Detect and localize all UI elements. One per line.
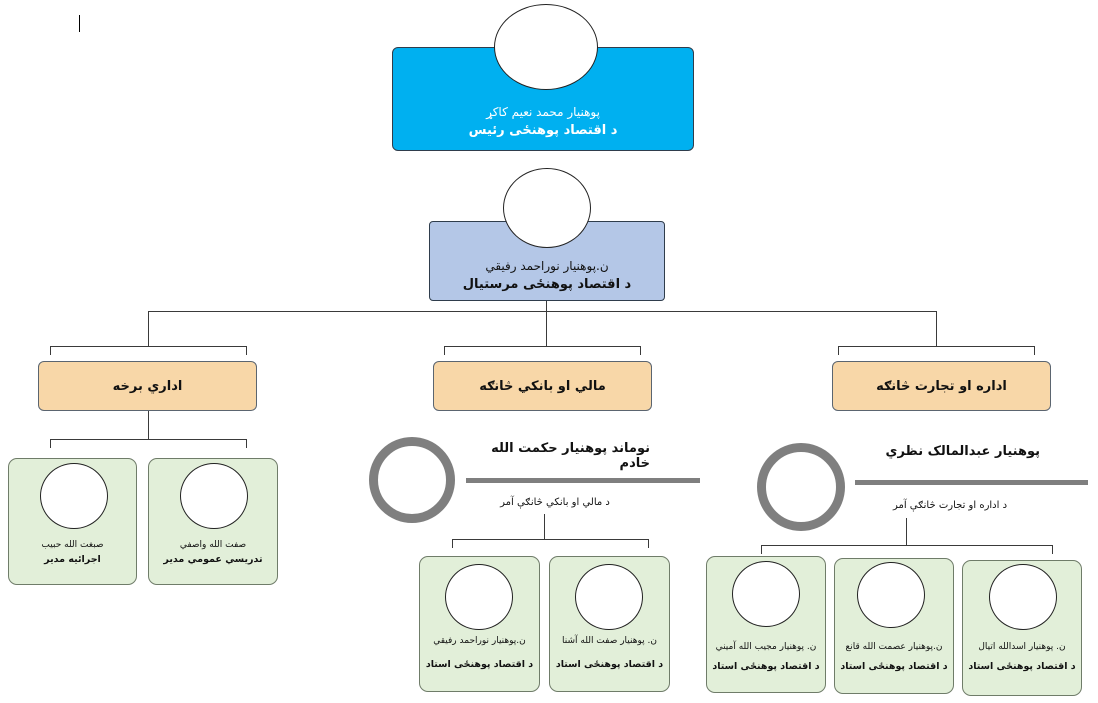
finance-lead-name: نوماند پوهنیار حکمت الله خادم [491, 441, 650, 471]
connector-admin-staff-down [148, 410, 149, 439]
department-admin: اداري برخه [38, 361, 257, 411]
business-lead-name: پوهنیار عبدالمالک نظري [885, 444, 1040, 459]
bracket-business-staff [761, 545, 1053, 546]
finance-staff-1-title: د اقتصاد پوهنځی استاد [555, 659, 664, 670]
admin-staff-2-avatar [40, 463, 108, 529]
finance-lead-avatar-ring [369, 437, 455, 523]
head-avatar [494, 4, 598, 90]
business-staff-1-name: ن. پوهنیار اسدالله اتیال [978, 642, 1066, 652]
department-business-label: اداره او تجارت څانګه [876, 378, 1007, 394]
deputy-title: د اقتصاد پوهنځی مرستیال [462, 277, 632, 292]
text-cursor [79, 15, 80, 32]
department-admin-label: اداري برخه [112, 378, 183, 394]
connector-business-staff-down [906, 518, 907, 545]
bracket-finance-staff-left [452, 539, 453, 548]
finance-lead-role: د مالي او بانکي څانګې آمر [500, 497, 610, 508]
bracket-admin-staff-right [246, 439, 247, 448]
bracket-business-right [1034, 346, 1035, 355]
business-staff-1-title: د اقتصاد پوهنځی استاد [968, 661, 1076, 672]
bracket-finance-staff [452, 539, 649, 540]
bracket-admin-staff-left [50, 439, 51, 448]
connector-admin-drop [148, 311, 149, 346]
connector-finance-staff-down [544, 514, 545, 539]
connector-finance-drop [546, 311, 547, 346]
connector-dean-down [546, 300, 547, 311]
finance-staff-1-name: ن. پوهنیار صفت الله آشنا [562, 636, 657, 646]
business-staff-2-title: د اقتصاد پوهنځی استاد [840, 661, 948, 672]
connector-business-drop [936, 311, 937, 346]
bracket-business [838, 346, 1035, 347]
bracket-admin-left [50, 346, 51, 355]
admin-staff-card-1: صفت الله واصفي تدریسي عمومي مدیر [148, 458, 278, 585]
business-staff-card-3: ن. پوهنیار مجیب الله آمیني د اقتصاد پوهن… [706, 556, 826, 693]
bracket-business-staff-right [1052, 545, 1053, 554]
finance-staff-card-1: ن. پوهنیار صفت الله آشنا د اقتصاد پوهنځی… [549, 556, 670, 692]
business-lead-avatar-ring [757, 443, 845, 531]
business-lead-divider [855, 480, 1088, 485]
connector-main-horizontal [148, 311, 937, 312]
deputy-name: ن.پوهنیار نوراحمد رفیقي [485, 259, 609, 273]
finance-lead-divider [466, 478, 700, 483]
admin-staff-card-2: صبغت الله حبیب اجرائیه مدیر [8, 458, 137, 585]
business-staff-2-avatar [857, 562, 925, 628]
bracket-business-staff-left [761, 545, 762, 554]
bracket-finance-right [640, 346, 641, 355]
business-staff-3-avatar [732, 561, 800, 627]
business-staff-2-name: ن.پوهنیار عصمت الله قانع [845, 642, 943, 652]
bracket-finance-left [444, 346, 445, 355]
finance-staff-2-title: د اقتصاد پوهنځی استاد [425, 659, 534, 670]
admin-staff-2-title: اجرائیه مدیر [44, 554, 101, 565]
bracket-business-left [838, 346, 839, 355]
department-finance-label: مالي او بانکي څانګه [479, 378, 606, 394]
bracket-admin-staff [50, 439, 247, 440]
business-staff-3-name: ن. پوهنیار مجیب الله آمیني [715, 642, 817, 652]
bracket-admin [50, 346, 247, 347]
business-staff-card-1: ن. پوهنیار اسدالله اتیال د اقتصاد پوهنځی… [962, 560, 1082, 696]
admin-staff-2-name: صبغت الله حبیب [41, 540, 104, 550]
admin-staff-1-avatar [180, 463, 248, 529]
bracket-finance-staff-right [648, 539, 649, 548]
head-title: د اقتصاد پوهنځی رئیس [468, 123, 618, 138]
admin-staff-1-name: صفت الله واصفي [179, 540, 247, 550]
department-business: اداره او تجارت څانګه [832, 361, 1051, 411]
finance-staff-2-avatar [445, 564, 513, 630]
business-staff-card-2: ن.پوهنیار عصمت الله قانع د اقتصاد پوهنځی… [834, 558, 954, 694]
bracket-finance [444, 346, 641, 347]
business-staff-3-title: د اقتصاد پوهنځی استاد [712, 661, 820, 672]
head-name: پوهنیار محمد نعیم کاکړ [486, 105, 600, 119]
business-staff-1-avatar [989, 564, 1057, 630]
admin-staff-1-title: تدریسي عمومي مدیر [163, 554, 263, 565]
finance-staff-card-2: ن.پوهنیار نوراحمد رفیقي د اقتصاد پوهنځی … [419, 556, 540, 692]
bracket-admin-right [246, 346, 247, 355]
finance-staff-2-name: ن.پوهنیار نوراحمد رفیقي [433, 636, 526, 646]
business-lead-role: د اداره او تجارت څانګې آمر [892, 500, 1008, 511]
finance-staff-1-avatar [575, 564, 643, 630]
deputy-avatar [503, 168, 591, 248]
department-finance: مالي او بانکي څانګه [433, 361, 652, 411]
